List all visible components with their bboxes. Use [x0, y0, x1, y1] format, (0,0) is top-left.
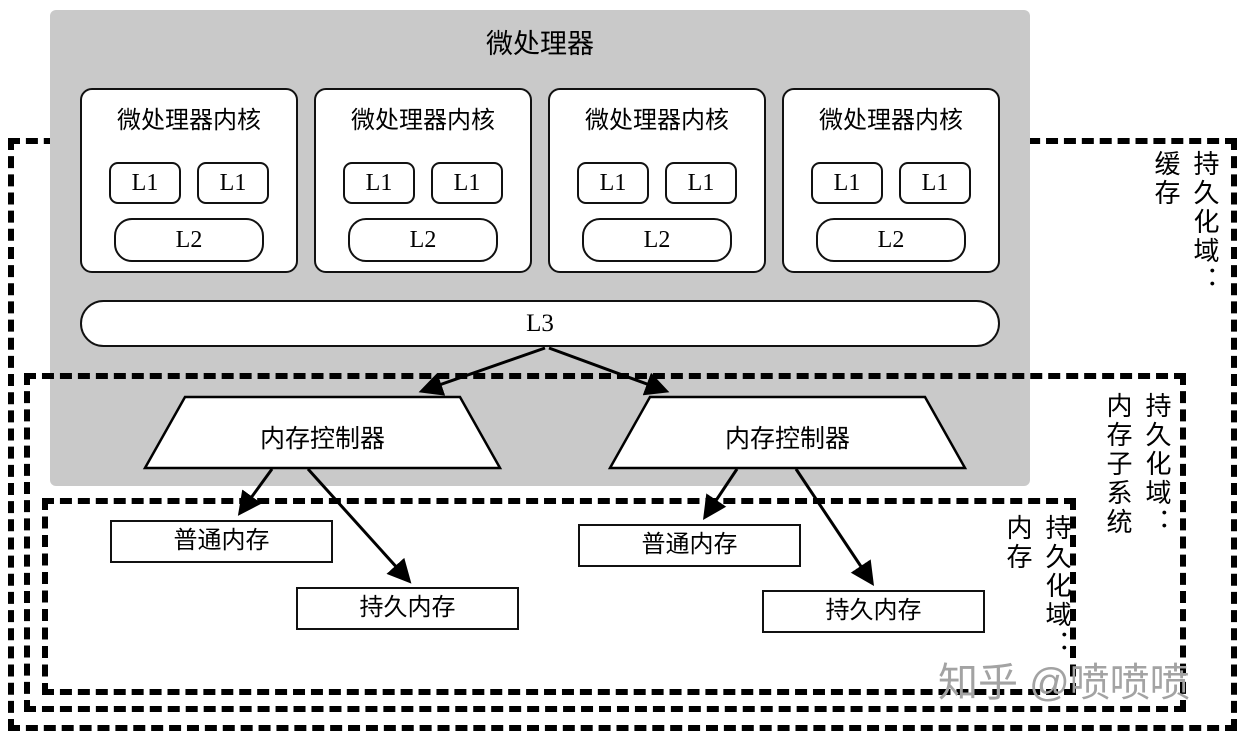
l1-cache: L1: [811, 162, 883, 204]
domain-label-prefix: 持久化域：: [1142, 392, 1171, 537]
domain-label-prefix: 持久化域：: [1190, 150, 1219, 295]
l1-cache: L1: [197, 162, 269, 204]
watermark-text: 知乎 @喷喷喷: [938, 661, 1190, 705]
l2-cache: L2: [114, 218, 264, 262]
domain-label-memory-subsystem: 持久化域： 内存子系统: [1098, 392, 1176, 537]
l1-row: L1 L1: [82, 162, 296, 204]
domain-label-name: 缓存: [1151, 150, 1180, 208]
l1-cache: L1: [431, 162, 503, 204]
l2-cache: L2: [816, 218, 966, 262]
l1-cache: L1: [665, 162, 737, 204]
l1-row: L1 L1: [550, 162, 764, 204]
cpu-core-label: 微处理器内核: [117, 108, 261, 134]
memory-controller-label-1: 内存控制器: [259, 426, 385, 453]
cpu-core-label: 微处理器内核: [585, 108, 729, 134]
l2-cache: L2: [582, 218, 732, 262]
cpu-core-label: 微处理器内核: [351, 108, 495, 134]
l1-cache: L1: [899, 162, 971, 204]
persistence-domain-memory-box: [42, 498, 1076, 695]
normal-memory-box-2: 普通内存: [578, 524, 801, 567]
l2-cache: L2: [348, 218, 498, 262]
persistent-memory-box-2: 持久内存: [762, 590, 985, 633]
domain-label-prefix: 持久化域：: [1042, 514, 1071, 659]
l1-cache: L1: [109, 162, 181, 204]
cpu-core-3: 微处理器内核 L1 L1 L2: [548, 88, 766, 273]
domain-label-memory: 持久化域： 内存: [998, 514, 1076, 659]
l1-row: L1 L1: [316, 162, 530, 204]
normal-memory-box-1: 普通内存: [110, 520, 333, 563]
cpu-core-2: 微处理器内核 L1 L1 L2: [314, 88, 532, 273]
cpu-core-1: 微处理器内核 L1 L1 L2: [80, 88, 298, 273]
persistent-memory-box-1: 持久内存: [296, 587, 519, 630]
domain-label-name: 内存子系统: [1103, 392, 1132, 537]
l1-cache: L1: [577, 162, 649, 204]
microprocessor-title: 微处理器: [486, 29, 594, 59]
cpu-core-4: 微处理器内核 L1 L1 L2: [782, 88, 1000, 273]
l1-cache: L1: [343, 162, 415, 204]
domain-label-cache: 持久化域： 缓存: [1146, 150, 1224, 295]
domain-label-name: 内存: [1003, 514, 1032, 572]
l1-row: L1 L1: [784, 162, 998, 204]
memory-controller-label-2: 内存控制器: [724, 426, 850, 453]
l3-cache: L3: [80, 300, 1000, 347]
cpu-core-label: 微处理器内核: [819, 108, 963, 134]
